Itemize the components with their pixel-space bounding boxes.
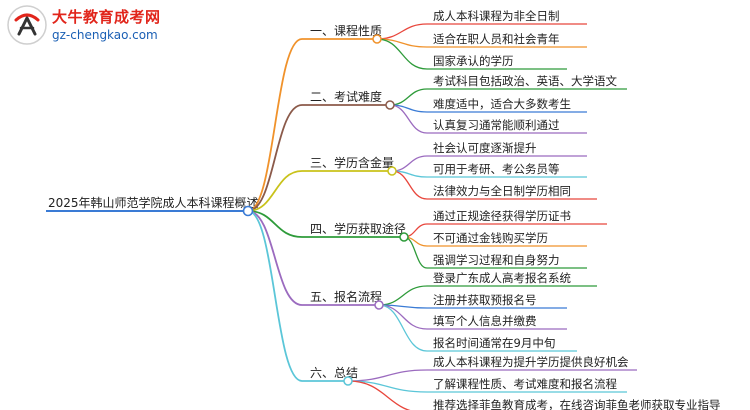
branch-label: 一、课程性质 [310, 23, 382, 38]
leaf-label: 注册并获取预报名号 [433, 293, 537, 307]
branch-label: 三、学历含金量 [310, 155, 394, 170]
branch-toggle-icon[interactable] [385, 100, 395, 110]
site-logo[interactable]: 大牛教育成考网 gz-chengkao.com [6, 4, 176, 48]
leaf-label: 推荐选择菲鱼教育成考，在线咨询菲鱼老师获取专业指导 [433, 398, 721, 410]
leaf-label: 认真复习通常能顺利通过 [433, 118, 560, 132]
logo-title: 大牛教育成考网 [52, 8, 161, 26]
leaf-label: 报名时间通常在9月中旬 [433, 336, 555, 350]
branch-connector [247, 210, 303, 382]
root-topic: 2025年韩山师范学院成人本科课程概述 [48, 195, 259, 210]
leaf-connector [378, 285, 428, 306]
leaf-label: 成人本科课程为非全日制 [433, 9, 560, 23]
leaf-label: 法律效力与全日制学历相同 [433, 184, 571, 198]
branch-toggle-icon[interactable] [372, 34, 382, 44]
leaf-connector [347, 380, 411, 410]
leaf-connector [347, 369, 428, 382]
leaf-label: 强调学习过程和自身努力 [433, 253, 560, 267]
leaf-connector [391, 155, 428, 172]
logo-mark-icon [7, 5, 47, 45]
leaf-label: 填写个人信息并缴费 [433, 314, 537, 328]
branch-label: 四、学历获取途径 [310, 221, 406, 236]
branch-label: 二、考试难度 [310, 89, 382, 104]
leaf-label: 了解课程性质、考试难度和报名流程 [433, 377, 617, 391]
branch-toggle-icon[interactable] [374, 300, 384, 310]
leaf-connector [378, 304, 428, 330]
leaf-connector [389, 104, 428, 134]
branch-connector [247, 170, 303, 212]
leaf-label: 社会认可度逐渐提升 [433, 141, 537, 155]
branch-toggle-icon[interactable] [399, 232, 409, 242]
logo-url: gz-chengkao.com [52, 28, 158, 42]
leaf-connector [389, 88, 428, 106]
branch-label: 六、总结 [310, 366, 358, 380]
root-toggle-icon[interactable] [242, 205, 254, 217]
leaf-connector [376, 23, 428, 40]
leaf-label: 不可通过金钱购买学历 [433, 231, 548, 245]
leaf-label: 国家承认的学历 [433, 54, 514, 68]
leaf-label: 适合在职人员和社会青年 [433, 32, 560, 46]
branch-connector [247, 210, 303, 238]
leaf-connector [378, 304, 428, 352]
branch-connector [247, 104, 303, 212]
leaf-label: 难度适中，适合大多数考生 [433, 97, 571, 111]
branch-toggle-icon[interactable] [343, 376, 353, 386]
branch-connector [247, 210, 303, 306]
leaf-label: 考试科目包括政治、英语、大学语文 [433, 74, 617, 88]
branch-connector [247, 38, 303, 212]
leaf-connector [376, 38, 428, 70]
branch-toggle-icon[interactable] [387, 166, 397, 176]
leaf-label: 可用于考研、考公务员等 [433, 162, 560, 176]
leaf-label: 成人本科课程为提升学历提供良好机会 [433, 355, 629, 369]
branch-label: 五、报名流程 [310, 289, 382, 304]
leaf-label: 登录广东成人高考报名系统 [433, 271, 571, 285]
leaf-label: 通过正规途径获得学历证书 [433, 209, 571, 223]
leaf-connector [391, 170, 428, 200]
